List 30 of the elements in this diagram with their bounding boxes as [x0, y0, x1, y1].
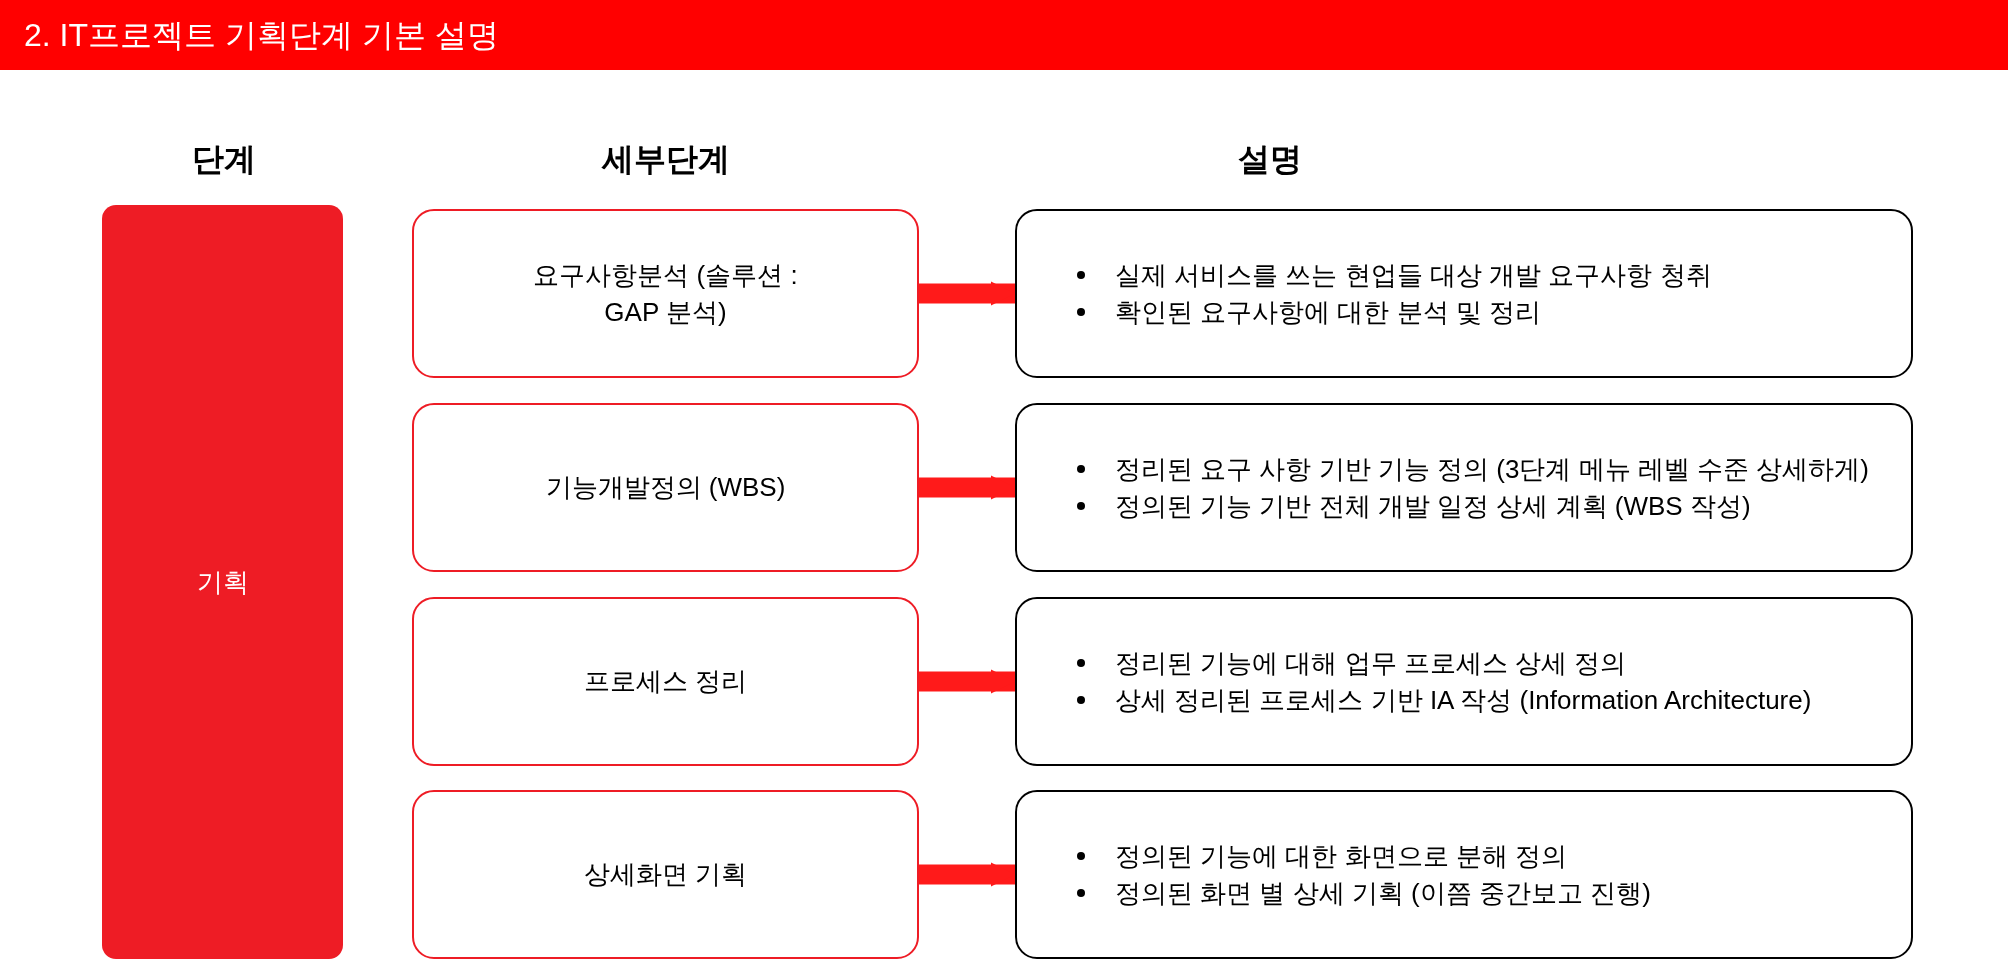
phase-box	[102, 205, 343, 959]
title-bar: 2. IT프로젝트 기획단계 기본 설명	[0, 0, 2008, 70]
column-header: 단계	[192, 140, 256, 179]
step-label: 요구사항분석 (솔루션 : GAP 분석)	[532, 259, 799, 329]
bullet-text: 상세 정리된 프로세스 기반 IA 작성 (Information Architecture)	[1115, 683, 1812, 717]
block-arrow	[919, 281, 1015, 306]
description-box	[1015, 209, 1913, 378]
step-label: 상세화면 기획	[583, 858, 748, 892]
step-box	[412, 790, 919, 959]
block-arrow	[919, 475, 1015, 500]
description-box	[1015, 403, 1913, 572]
bullet-text: 정의된 기능 기반 전체 개발 일정 상세 계획 (WBS 작성)	[1115, 489, 1751, 523]
step-label: 프로세스 정리	[583, 665, 748, 699]
bullet-text: 정리된 요구 사항 기반 기능 정의 (3단계 메뉴 레벨 수준 상세하게)	[1115, 453, 1869, 487]
step-label: 기능개발정의 (WBS)	[545, 471, 786, 505]
description-box	[1015, 597, 1913, 766]
block-arrow	[919, 669, 1015, 694]
description-box	[1015, 790, 1913, 959]
bullet-text: 정리된 기능에 대해 업무 프로세스 상세 정의	[1115, 647, 1627, 681]
column-header: 설명	[1238, 140, 1302, 179]
bullet-text: 확인된 요구사항에 대한 분석 및 정리	[1115, 295, 1542, 329]
phase-label: 기획	[196, 565, 249, 599]
bullet-text: 실제 서비스를 쓰는 현업들 대상 개발 요구사항 청취	[1115, 259, 1712, 293]
step-box	[412, 597, 919, 766]
bullet-text: 정의된 화면 별 상세 기획 (이쯤 중간보고 진행)	[1115, 876, 1651, 910]
step-box	[412, 209, 919, 378]
step-box	[412, 403, 919, 572]
bullet-text: 정의된 기능에 대한 화면으로 분해 정의	[1115, 840, 1568, 874]
column-header: 세부단계	[602, 140, 730, 179]
block-arrow	[919, 862, 1015, 887]
